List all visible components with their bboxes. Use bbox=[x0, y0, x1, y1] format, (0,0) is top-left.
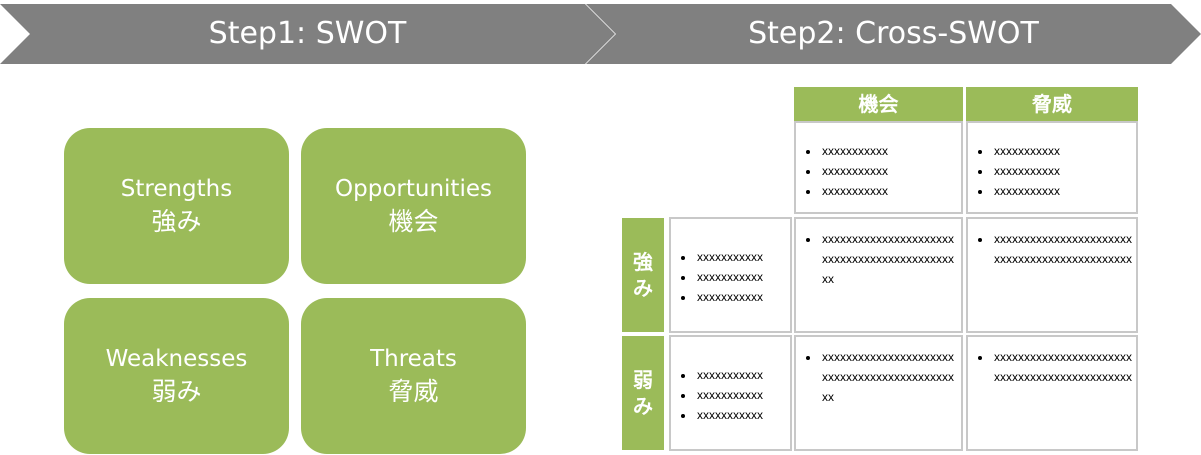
opportunity-list: xxxxxxxxxxx xxxxxxxxxxx xxxxxxxxxxx bbox=[796, 141, 961, 201]
wo-strategy-text: xxxxxxxxxxxxxxxxxxxxxxxxxxxxxxxxxxxxxxxx… bbox=[820, 347, 957, 407]
list-item: xxxxxxxxxxx bbox=[695, 287, 790, 307]
step1-label: Step1: SWOT bbox=[208, 16, 407, 51]
list-item: xxxxxxxxxxx bbox=[992, 181, 1136, 201]
step1-chevron: Step1: SWOT bbox=[0, 4, 615, 64]
st-cell: xxxxxxxxxxxxxxxxxxxxxxxxxxxxxxxxxxxxxxxx… bbox=[966, 217, 1138, 333]
list-item: xxxxxxxxxxx bbox=[695, 365, 790, 385]
threats-label: Threats bbox=[370, 346, 457, 372]
list-item: xxxxxxxxxxx bbox=[992, 161, 1136, 181]
step2-label: Step2: Cross-SWOT bbox=[748, 16, 1039, 51]
row-header-weakness: 弱 み bbox=[622, 336, 664, 450]
wo-cell: xxxxxxxxxxxxxxxxxxxxxxxxxxxxxxxxxxxxxxxx… bbox=[794, 335, 963, 451]
col-header-threat: 脅威 bbox=[966, 87, 1138, 121]
row-header-strength: 強 み bbox=[622, 218, 664, 332]
list-item: xxxxxxxxxxx bbox=[695, 385, 790, 405]
weaknesses-box: Weaknesses 弱み bbox=[64, 298, 289, 454]
threats-label-jp: 脅威 bbox=[388, 377, 439, 406]
threat-list: xxxxxxxxxxx xxxxxxxxxxx xxxxxxxxxxx bbox=[968, 141, 1136, 201]
row-header-strength-char2: み bbox=[633, 276, 653, 300]
list-item: xxxxxxxxxxx bbox=[695, 247, 790, 267]
weakness-list: xxxxxxxxxxx xxxxxxxxxxx xxxxxxxxxxx bbox=[671, 365, 790, 425]
wt-strategy-text: xxxxxxxxxxxxxxxxxxxxxxxxxxxxxxxxxxxxxxxx… bbox=[992, 347, 1132, 387]
col-header-opportunity: 機会 bbox=[794, 87, 963, 121]
strengths-label: Strengths bbox=[120, 176, 233, 202]
step2-chevron-shape bbox=[586, 4, 1201, 64]
list-item: xxxxxxxxxxx bbox=[695, 267, 790, 287]
list-item: xxxxxxxxxxx bbox=[992, 141, 1136, 161]
opportunities-label-jp: 機会 bbox=[388, 207, 439, 236]
threat-items-cell: xxxxxxxxxxx xxxxxxxxxxx xxxxxxxxxxx bbox=[966, 121, 1138, 214]
threats-box: Threats 脅威 bbox=[301, 298, 526, 454]
so-cell: xxxxxxxxxxxxxxxxxxxxxxxxxxxxxxxxxxxxxxxx… bbox=[794, 217, 963, 333]
list-item: xxxxxxxxxxx bbox=[820, 141, 961, 161]
row-header-strength-char1: 強 bbox=[633, 250, 653, 274]
step1-chevron-shape bbox=[0, 4, 615, 64]
strengths-box: Strengths 強み bbox=[64, 128, 289, 284]
opportunities-box: Opportunities 機会 bbox=[301, 128, 526, 284]
list-item: xxxxxxxxxxx bbox=[820, 161, 961, 181]
opportunity-items-cell: xxxxxxxxxxx xxxxxxxxxxx xxxxxxxxxxx bbox=[794, 121, 963, 214]
opportunities-label: Opportunities bbox=[335, 176, 492, 202]
strength-list: xxxxxxxxxxx xxxxxxxxxxx xxxxxxxxxxx bbox=[671, 247, 790, 307]
wt-cell: xxxxxxxxxxxxxxxxxxxxxxxxxxxxxxxxxxxxxxxx… bbox=[966, 335, 1138, 451]
st-strategy-text: xxxxxxxxxxxxxxxxxxxxxxxxxxxxxxxxxxxxxxxx… bbox=[992, 229, 1132, 269]
row-header-weakness-char1: 弱 bbox=[633, 368, 653, 392]
weaknesses-label: Weaknesses bbox=[105, 346, 248, 372]
strengths-label-jp: 強み bbox=[151, 207, 202, 236]
weaknesses-label-jp: 弱み bbox=[151, 377, 202, 406]
step2-chevron: Step2: Cross-SWOT bbox=[586, 4, 1201, 64]
so-strategy-text: xxxxxxxxxxxxxxxxxxxxxxxxxxxxxxxxxxxxxxxx… bbox=[820, 229, 957, 289]
weakness-items-cell: xxxxxxxxxxx xxxxxxxxxxx xxxxxxxxxxx bbox=[669, 335, 792, 451]
list-item: xxxxxxxxxxx bbox=[695, 405, 790, 425]
list-item: xxxxxxxxxxx bbox=[820, 181, 961, 201]
row-header-weakness-char2: み bbox=[633, 394, 653, 418]
strength-items-cell: xxxxxxxxxxx xxxxxxxxxxx xxxxxxxxxxx bbox=[669, 217, 792, 333]
